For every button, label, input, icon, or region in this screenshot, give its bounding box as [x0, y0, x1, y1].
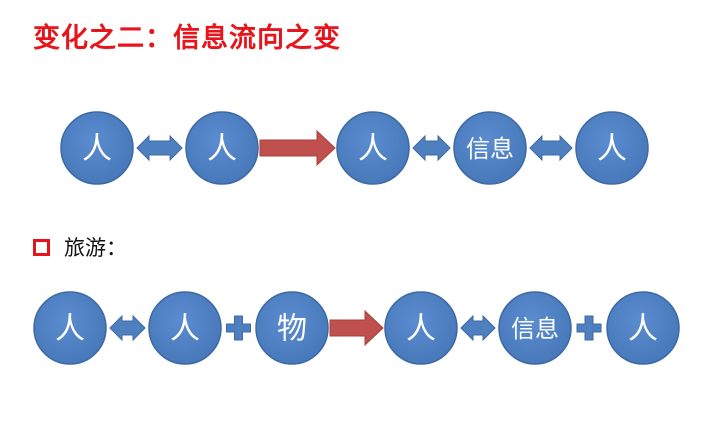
- flow-arrow-icon: [259, 129, 336, 167]
- node-circle: [185, 111, 259, 185]
- double-arrow-icon: [136, 134, 183, 162]
- double-arrow-icon: [412, 134, 451, 162]
- node-person: 人: [185, 111, 259, 185]
- node-label: 物: [277, 312, 307, 347]
- node-person: 人: [606, 291, 680, 365]
- node-label: 人: [55, 312, 85, 347]
- flow-arrow-icon: [329, 309, 384, 347]
- node-label: 人: [82, 132, 112, 167]
- node-person: 人: [336, 111, 410, 185]
- node-person: 人: [60, 111, 134, 185]
- node-info: 信息: [498, 291, 572, 365]
- node-label: 人: [207, 132, 237, 167]
- slide-title: 变化之二：信息流向之变: [33, 23, 341, 54]
- bullet-item: 旅游：: [33, 232, 127, 262]
- node-label: 人: [406, 312, 436, 347]
- node-circle: [453, 111, 527, 185]
- node-person: 人: [148, 291, 222, 365]
- diagram-row-2: 人 人 物 人 信息 人: [33, 291, 680, 365]
- node-circle: [606, 291, 680, 365]
- node-circle: [498, 291, 572, 365]
- node-circle: [33, 291, 107, 365]
- node-circle: [336, 111, 410, 185]
- node-circle: [384, 291, 458, 365]
- node-label: 人: [597, 132, 627, 167]
- node-label: 人: [358, 132, 388, 167]
- double-arrow-icon: [529, 134, 573, 162]
- node-circle: [575, 111, 649, 185]
- node-circle: [148, 291, 222, 365]
- plus-icon: [226, 315, 251, 341]
- double-arrow-icon: [460, 314, 496, 342]
- node-label: 信息: [511, 315, 559, 343]
- plus-icon: [576, 315, 602, 341]
- node-info: 信息: [453, 111, 527, 185]
- double-arrow-icon: [109, 314, 146, 342]
- node-thing: 物: [255, 291, 329, 365]
- diagram-row-1: 人 人 人 信息 人: [60, 111, 649, 185]
- node-label: 人: [628, 312, 658, 347]
- node-person: 人: [384, 291, 458, 365]
- square-bullet-icon: [33, 238, 50, 256]
- node-label: 人: [170, 312, 200, 347]
- node-person: 人: [575, 111, 649, 185]
- node-person: 人: [33, 291, 107, 365]
- node-circle: [255, 291, 329, 365]
- node-circle: [60, 111, 134, 185]
- node-label: 信息: [466, 135, 514, 163]
- bullet-text: 旅游：: [64, 236, 127, 260]
